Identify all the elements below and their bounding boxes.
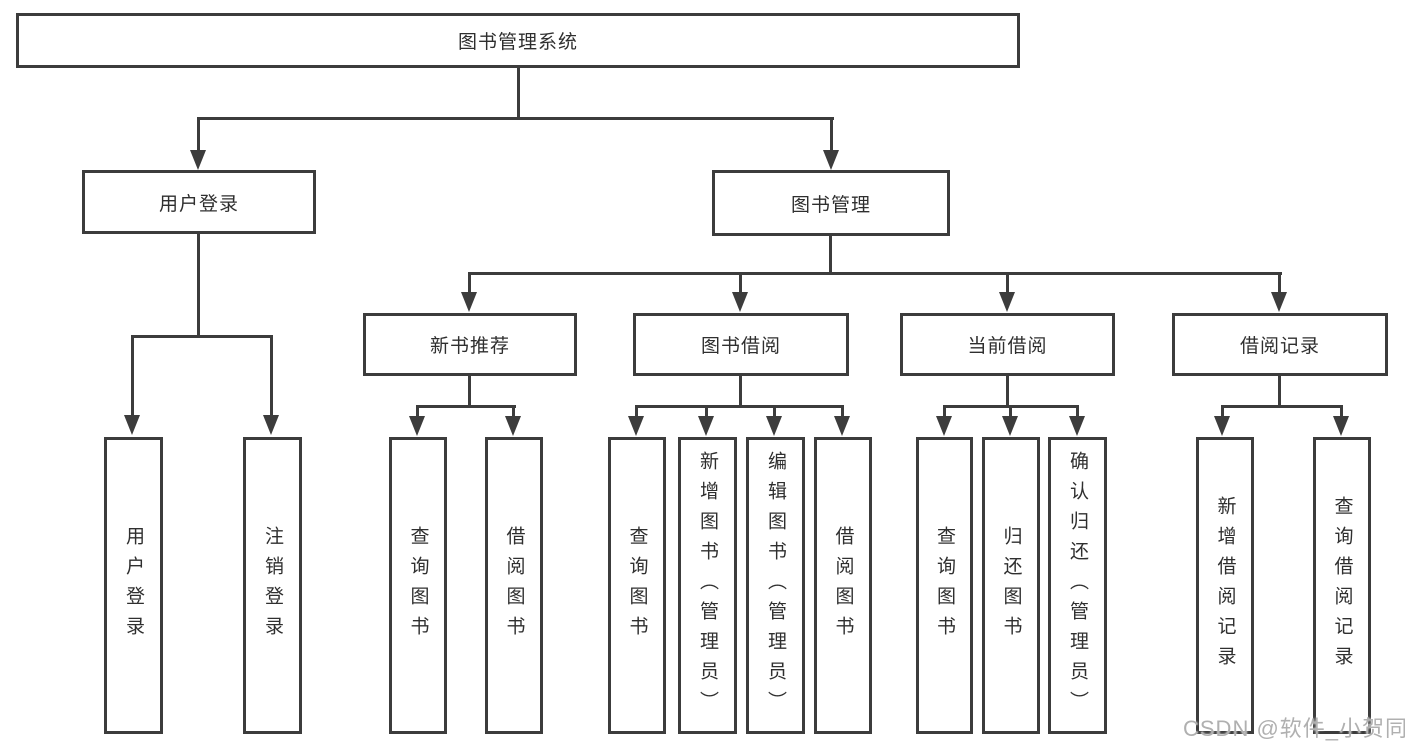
node-label: 当前借阅 (967, 336, 1048, 357)
arrow-down-icon (1214, 416, 1230, 436)
arrow-down-icon (1271, 292, 1287, 312)
node-label: 新增图书（管理员） (697, 450, 718, 721)
connector-line (197, 117, 834, 120)
arrow-down-icon (1069, 416, 1085, 436)
node-label: 图书借阅 (700, 336, 781, 357)
connector-line (1009, 405, 1012, 418)
leaf-current-query-books: 查询图书 (916, 437, 973, 734)
node-borrow-records: 借阅记录 (1172, 313, 1388, 376)
leaf-confirm-return-admin: 确认归还（管理员） (1048, 437, 1107, 734)
arrow-down-icon (1333, 416, 1349, 436)
connector-line (830, 117, 833, 151)
arrow-down-icon (461, 292, 477, 312)
connector-line (1076, 405, 1079, 418)
node-label: 归还图书 (1000, 525, 1022, 646)
connector-line (512, 405, 515, 418)
connector-line (1340, 405, 1343, 418)
node-book-borrow: 图书借阅 (633, 313, 849, 376)
leaf-newbook-borrow-books: 借阅图书 (485, 437, 543, 734)
node-label: 查询借阅记录 (1331, 495, 1353, 676)
arrow-down-icon (628, 416, 644, 436)
leaf-add-borrow-record: 新增借阅记录 (1196, 437, 1254, 734)
node-label: 借阅记录 (1239, 336, 1320, 357)
arrow-down-icon (698, 416, 714, 436)
leaf-edit-books-admin: 编辑图书（管理员） (746, 437, 805, 734)
node-label: 查询图书 (934, 525, 955, 646)
node-new-book-recommend: 新书推荐 (363, 313, 577, 376)
node-label: 新增借阅记录 (1214, 495, 1236, 676)
connector-line (270, 335, 273, 416)
leaf-borrow-query-books: 查询图书 (608, 437, 666, 734)
leaf-logout: 注销登录 (243, 437, 302, 734)
arrow-down-icon (263, 415, 279, 435)
connector-line (131, 335, 134, 416)
arrow-down-icon (732, 292, 748, 312)
connector-line (1006, 376, 1009, 408)
arrow-down-icon (936, 416, 952, 436)
connector-line (468, 376, 471, 408)
arrow-down-icon (190, 150, 206, 170)
connector-line (829, 236, 832, 274)
connector-line (131, 335, 273, 338)
leaf-return-books: 归还图书 (982, 437, 1040, 734)
connector-line (1278, 272, 1281, 294)
leaf-query-borrow-record: 查询借阅记录 (1313, 437, 1371, 734)
node-label: 用户登录 (123, 525, 144, 646)
csdn-watermark: CSDN @软件_小贺同学 (1183, 716, 1405, 741)
leaf-newbook-query-books: 查询图书 (389, 437, 447, 734)
connector-line (635, 405, 844, 408)
arrow-down-icon (766, 416, 782, 436)
arrow-down-icon (1002, 416, 1018, 436)
node-user-login: 用户登录 (82, 170, 316, 234)
node-label: 图书管理 (790, 194, 871, 216)
node-label: 确认归还（管理员） (1067, 450, 1088, 721)
connector-line (739, 376, 742, 408)
connector-line (841, 405, 844, 418)
connector-line (468, 272, 471, 294)
connector-line (1278, 376, 1281, 408)
node-label: 图书管理系统 (457, 32, 578, 53)
arrow-down-icon (505, 416, 521, 436)
node-label: 编辑图书（管理员） (765, 450, 786, 721)
node-label: 查询图书 (407, 525, 429, 646)
connector-line (1006, 272, 1009, 294)
node-label: 查询图书 (626, 525, 648, 646)
connector-line (1221, 405, 1343, 408)
node-root-library-system: 图书管理系统 (16, 13, 1020, 68)
connector-line (1221, 405, 1224, 418)
leaf-user-login: 用户登录 (104, 437, 163, 734)
node-book-management: 图书管理 (712, 170, 950, 236)
node-label: 用户登录 (158, 193, 239, 215)
connector-line (416, 405, 419, 418)
node-label: 新书推荐 (429, 336, 510, 357)
connector-line (468, 272, 1282, 275)
node-current-borrow: 当前借阅 (900, 313, 1115, 376)
connector-line (705, 405, 708, 418)
node-label: 注销登录 (262, 525, 283, 646)
leaf-borrow-books: 借阅图书 (814, 437, 872, 734)
connector-line (739, 272, 742, 294)
node-label: 借阅图书 (832, 525, 854, 646)
arrow-down-icon (823, 150, 839, 170)
connector-line (943, 405, 946, 418)
leaf-add-books-admin: 新增图书（管理员） (678, 437, 737, 734)
connector-line (773, 405, 776, 418)
connector-line (416, 405, 516, 408)
arrow-down-icon (834, 416, 850, 436)
arrow-down-icon (999, 292, 1015, 312)
connector-line (197, 117, 200, 151)
node-label: 借阅图书 (503, 525, 525, 646)
connector-line (517, 68, 520, 118)
arrow-down-icon (124, 415, 140, 435)
connector-line (635, 405, 638, 418)
connector-line (197, 234, 200, 338)
arrow-down-icon (409, 416, 425, 436)
